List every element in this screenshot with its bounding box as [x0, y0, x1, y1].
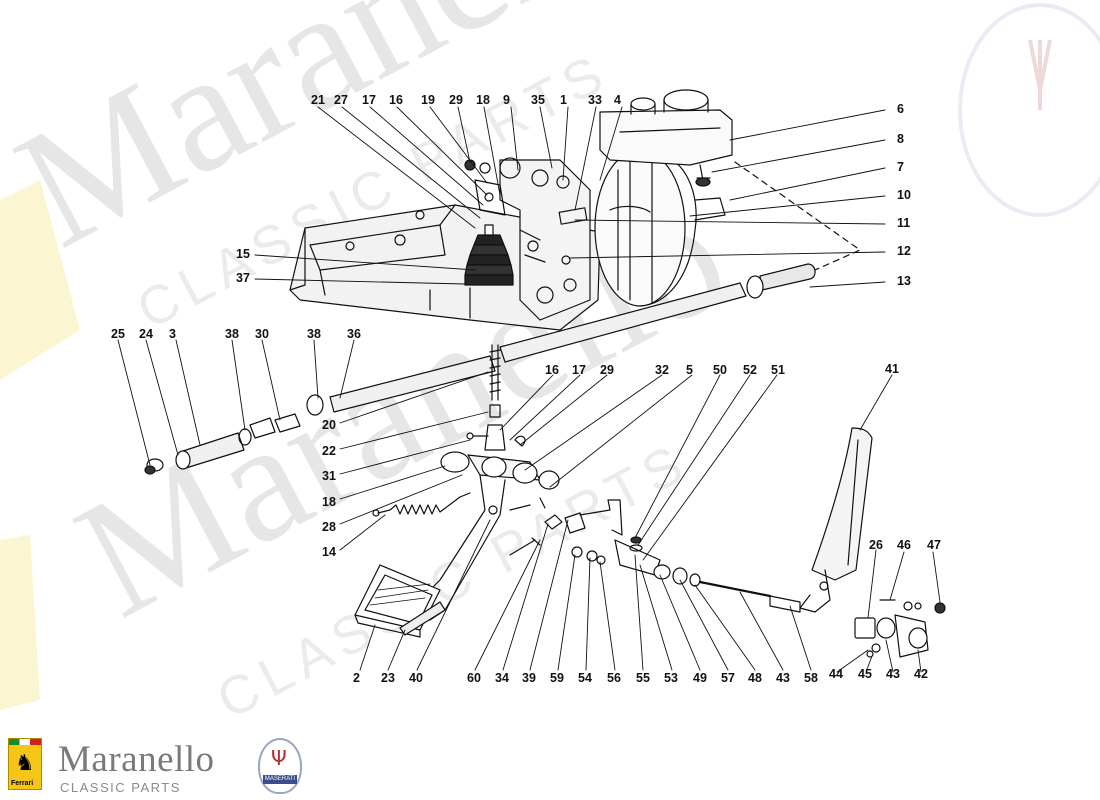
callout-label-32: 32 — [655, 363, 669, 377]
callout-label-28: 28 — [322, 520, 336, 534]
brand-name: Maranello — [58, 739, 215, 780]
callout-label-51: 51 — [771, 363, 785, 377]
callout-label-59: 59 — [550, 671, 564, 685]
callout-label-58: 58 — [804, 671, 818, 685]
callout-label-45: 45 — [858, 667, 872, 681]
callout-label-37: 37 — [236, 271, 250, 285]
callout-label-54: 54 — [578, 671, 592, 685]
callout-label-20: 20 — [322, 418, 336, 432]
callout-label-43: 43 — [776, 671, 790, 685]
callout-label-7: 7 — [897, 160, 904, 174]
prancing-horse-icon: ♞ — [15, 751, 35, 776]
callout-label-60: 60 — [467, 671, 481, 685]
callout-label-49: 49 — [693, 671, 707, 685]
callout-label-42: 42 — [914, 667, 928, 681]
callout-label-38: 38 — [307, 327, 321, 341]
callout-label-39: 39 — [522, 671, 536, 685]
ferrari-text: Ferrari — [11, 780, 34, 787]
callout-label-35: 35 — [531, 93, 545, 107]
tricolor-band — [9, 739, 41, 745]
callout-label-15: 15 — [236, 247, 250, 261]
watermark-maserati-badge — [958, 3, 1100, 217]
accelerator-pedal — [799, 427, 946, 658]
callout-label-4: 4 — [614, 93, 621, 107]
maserati-text: MASERATI — [263, 775, 297, 784]
callout-label-5: 5 — [686, 363, 693, 377]
callout-label-47: 47 — [927, 538, 941, 552]
callout-label-36: 36 — [347, 327, 361, 341]
rubber-boot — [464, 224, 514, 286]
callout-label-18: 18 — [322, 495, 336, 509]
leader-lines — [117, 106, 941, 673]
callout-label-11: 11 — [897, 216, 910, 230]
callout-label-16: 16 — [545, 363, 559, 377]
callout-label-40: 40 — [409, 671, 423, 685]
callout-label-25: 25 — [111, 327, 125, 341]
callout-label-1: 1 — [560, 93, 567, 107]
callout-label-19: 19 — [421, 93, 435, 107]
brand-logo-block: ♞ Ferrari Maranello CLASSIC PARTS Ψ MASE… — [8, 736, 308, 796]
callout-label-23: 23 — [381, 671, 395, 685]
callout-label-16: 16 — [389, 93, 403, 107]
brake-fluid-reservoir — [599, 89, 733, 187]
callout-label-55: 55 — [636, 671, 650, 685]
callout-label-46: 46 — [897, 538, 911, 552]
callout-label-9: 9 — [503, 93, 510, 107]
callout-label-29: 29 — [600, 363, 614, 377]
hoses — [144, 161, 861, 475]
watermark-ferrari-badge — [0, 180, 80, 710]
callout-label-12: 12 — [897, 244, 911, 258]
callout-label-14: 14 — [322, 545, 336, 559]
linkage-parts — [509, 499, 801, 613]
brake-booster — [594, 149, 726, 307]
callout-label-30: 30 — [255, 327, 269, 341]
callout-label-41: 41 — [885, 362, 899, 376]
callout-label-3: 3 — [169, 327, 176, 341]
callout-label-43: 43 — [886, 667, 900, 681]
callout-label-48: 48 — [748, 671, 762, 685]
master-cylinder — [464, 157, 591, 321]
callout-label-17: 17 — [362, 93, 376, 107]
callout-label-33: 33 — [588, 93, 602, 107]
callout-label-34: 34 — [495, 671, 509, 685]
callout-label-27: 27 — [334, 93, 348, 107]
callout-label-31: 31 — [322, 469, 336, 483]
callout-label-24: 24 — [139, 327, 153, 341]
callout-label-17: 17 — [572, 363, 586, 377]
callout-label-53: 53 — [664, 671, 678, 685]
callout-label-10: 10 — [897, 188, 911, 202]
callout-label-52: 52 — [743, 363, 757, 377]
callout-label-57: 57 — [721, 671, 735, 685]
callout-label-56: 56 — [607, 671, 621, 685]
callout-label-29: 29 — [449, 93, 463, 107]
callout-label-2: 2 — [353, 671, 360, 685]
trident-icon: Ψ — [271, 746, 287, 770]
callout-label-38: 38 — [225, 327, 239, 341]
callout-label-44: 44 — [829, 667, 843, 681]
pushrod — [466, 344, 526, 451]
brand-subtitle: CLASSIC PARTS — [60, 780, 181, 795]
maserati-logo: Ψ MASERATI — [258, 738, 302, 794]
callout-label-6: 6 — [897, 102, 904, 116]
ferrari-shield-logo: ♞ Ferrari — [8, 738, 42, 790]
callout-label-50: 50 — [713, 363, 727, 377]
callout-label-13: 13 — [897, 274, 911, 288]
callout-label-18: 18 — [476, 93, 490, 107]
callout-label-8: 8 — [897, 132, 904, 146]
callout-label-21: 21 — [311, 93, 325, 107]
callout-label-22: 22 — [322, 444, 336, 458]
callout-label-26: 26 — [869, 538, 883, 552]
brake-pedal-assembly — [354, 451, 560, 638]
